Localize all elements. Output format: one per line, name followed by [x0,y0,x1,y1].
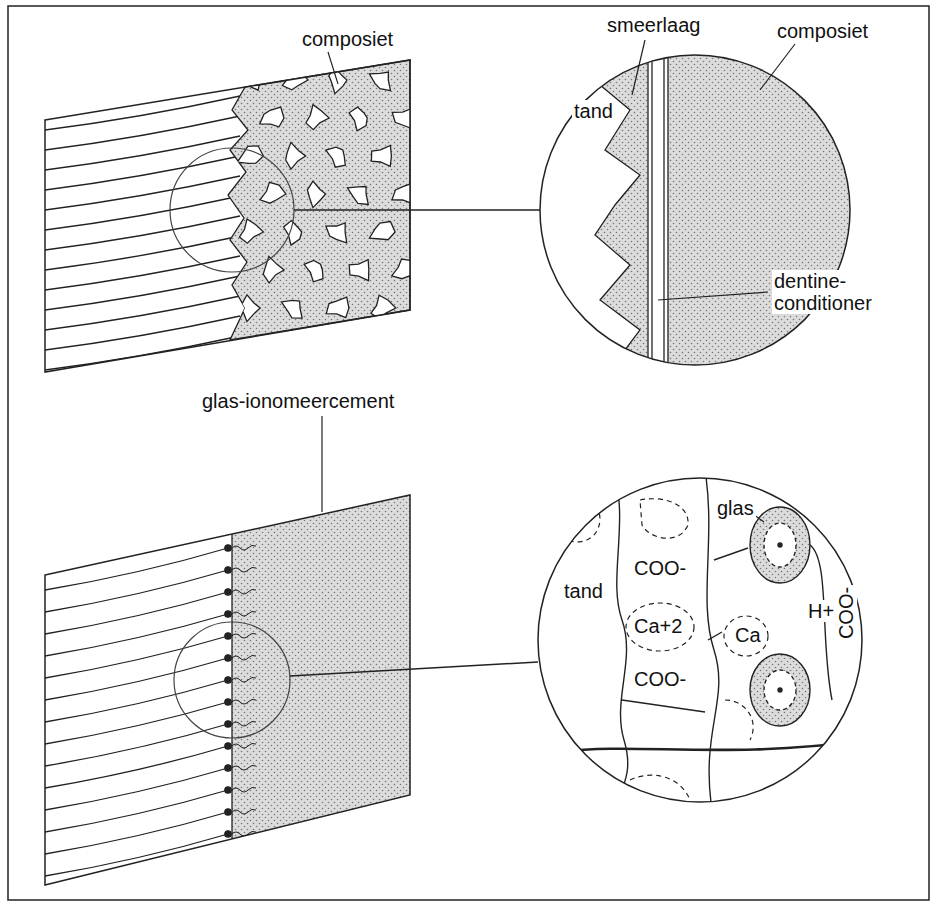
magnify-circle [538,478,862,802]
zoom-line [290,662,538,676]
bottom-panel-outline [45,495,410,885]
label: dentine-conditioner [772,270,896,314]
filler-particles [237,67,418,321]
top-panel-outline [45,60,410,372]
label: tand [562,580,605,602]
label: COO- [632,557,688,579]
label: Ca+2 [632,615,684,637]
leader-line [328,52,338,84]
label: COO- [835,585,857,641]
dentine-tubules [45,545,256,876]
leader-line [321,416,322,512]
composite-region [228,60,410,340]
label: smeerlaag [605,14,702,36]
top-magnified [595,40,868,380]
label: glas-ionomeercement [200,390,396,412]
zoom-line [294,209,540,211]
label: Ca [733,624,763,646]
label: composiet [775,20,870,42]
leader-line [658,292,768,300]
label: composiet [300,28,395,50]
interface-line [231,534,232,839]
zoom-circle [170,148,294,272]
bottom-magnified [555,470,870,810]
magnify-circle [540,55,850,365]
cement-region [232,495,410,839]
zoom-circle [174,622,290,738]
dentine-tubules [45,76,240,390]
leader-line [632,40,645,95]
label: COO- [632,668,688,690]
leader-line [760,44,795,90]
label: H+ [806,600,836,622]
label: glas [715,497,756,519]
frame [8,6,929,900]
label: tand [572,100,615,122]
